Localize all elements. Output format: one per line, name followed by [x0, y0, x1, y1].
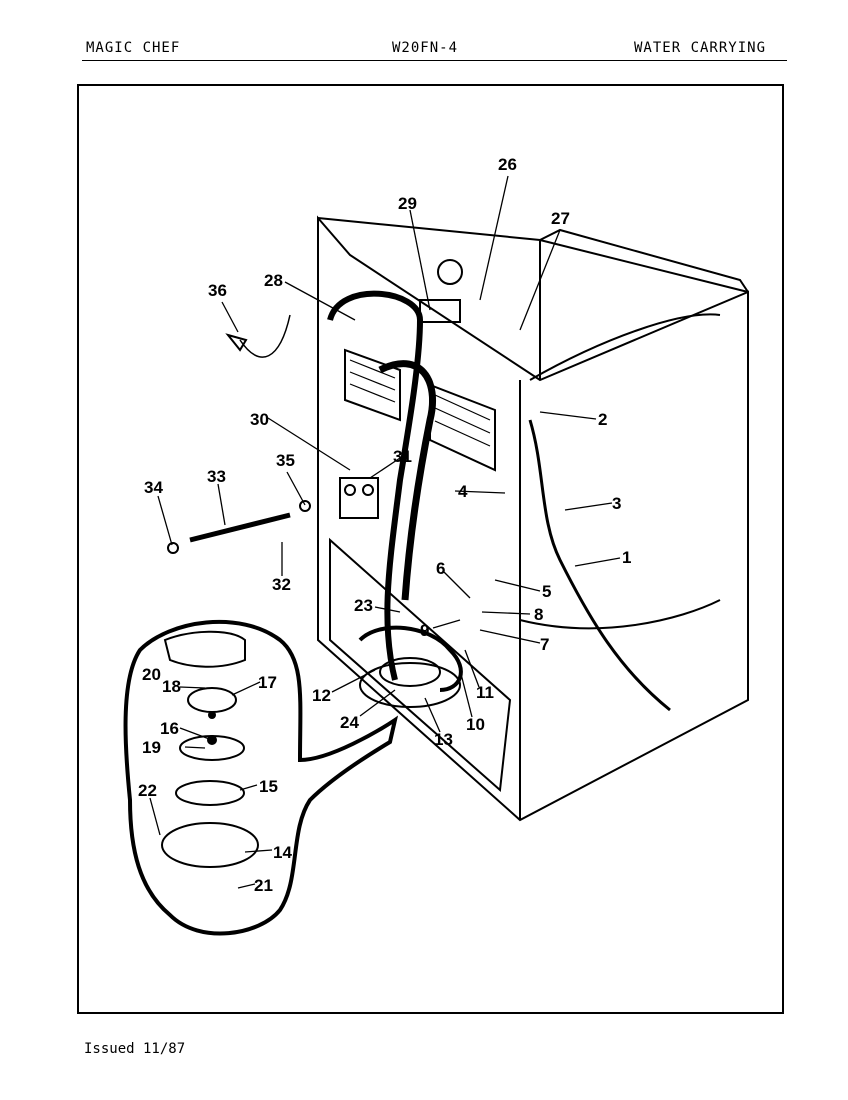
mixing-valve	[419, 299, 461, 323]
callout-15: 15	[259, 777, 278, 796]
header-rule	[82, 60, 787, 61]
magnifier-outline	[123, 619, 399, 936]
callout-27: 27	[551, 209, 570, 228]
callout-6: 6	[436, 559, 445, 578]
header-brand: MAGIC CHEF	[86, 40, 181, 56]
drain-hose	[378, 360, 437, 601]
pump-gasket	[175, 780, 245, 806]
tub-curve	[529, 313, 721, 381]
callout-10: 10	[466, 715, 485, 734]
callout-36: 36	[208, 281, 227, 300]
callout-35: 35	[276, 451, 295, 470]
callout-9: 9	[420, 621, 429, 640]
callout-3: 3	[612, 494, 621, 513]
callout-22: 22	[138, 781, 157, 800]
callout-12: 12	[312, 686, 331, 705]
callout-11: 11	[476, 683, 494, 702]
header-model: W20FN-4	[392, 40, 459, 56]
pump-base	[359, 662, 461, 708]
top-lid-back	[539, 228, 749, 293]
callout-16: 16	[160, 719, 179, 738]
cabinet-outline	[317, 215, 749, 822]
bolt	[189, 512, 291, 543]
impeller	[187, 687, 237, 713]
power-cord	[239, 314, 291, 358]
callout-28: 28	[264, 271, 283, 290]
callout-26: 26	[498, 155, 517, 174]
callout-34: 34	[144, 478, 163, 497]
callout-29: 29	[398, 194, 417, 213]
callout-2: 2	[598, 410, 607, 429]
callout-18: 18	[162, 677, 181, 696]
water-valve	[339, 477, 379, 519]
pump-housing	[161, 822, 259, 868]
callout-31: 31	[393, 447, 412, 466]
callout-33: 33	[207, 467, 226, 486]
callout-30: 30	[250, 410, 269, 429]
callout-4: 4	[458, 482, 468, 501]
back-panel-lower	[329, 537, 512, 793]
tub-lower	[519, 599, 721, 630]
rear-vent-left	[344, 348, 401, 422]
callout-23: 23	[354, 596, 373, 615]
callout-24: 24	[340, 713, 359, 732]
callout-21: 21	[254, 876, 273, 895]
callout-20: 20	[142, 665, 161, 684]
callout-5: 5	[542, 582, 551, 601]
callout-14: 14	[273, 843, 292, 862]
callout-17: 17	[258, 673, 277, 692]
callout-32: 32	[272, 575, 291, 594]
callout-13: 13	[434, 730, 453, 749]
issued-date: Issued 11/87	[84, 1041, 186, 1057]
callout-7: 7	[540, 635, 549, 654]
overflow-hose	[528, 419, 671, 712]
timer-knob	[437, 259, 463, 285]
callout-8: 8	[534, 605, 543, 624]
pump-cover	[163, 630, 246, 668]
fill-hose	[327, 290, 424, 681]
header-section: WATER CARRYING	[634, 40, 767, 56]
callout-1: 1	[622, 548, 631, 567]
diagram-frame	[77, 84, 784, 1014]
callout-19: 19	[142, 738, 161, 757]
